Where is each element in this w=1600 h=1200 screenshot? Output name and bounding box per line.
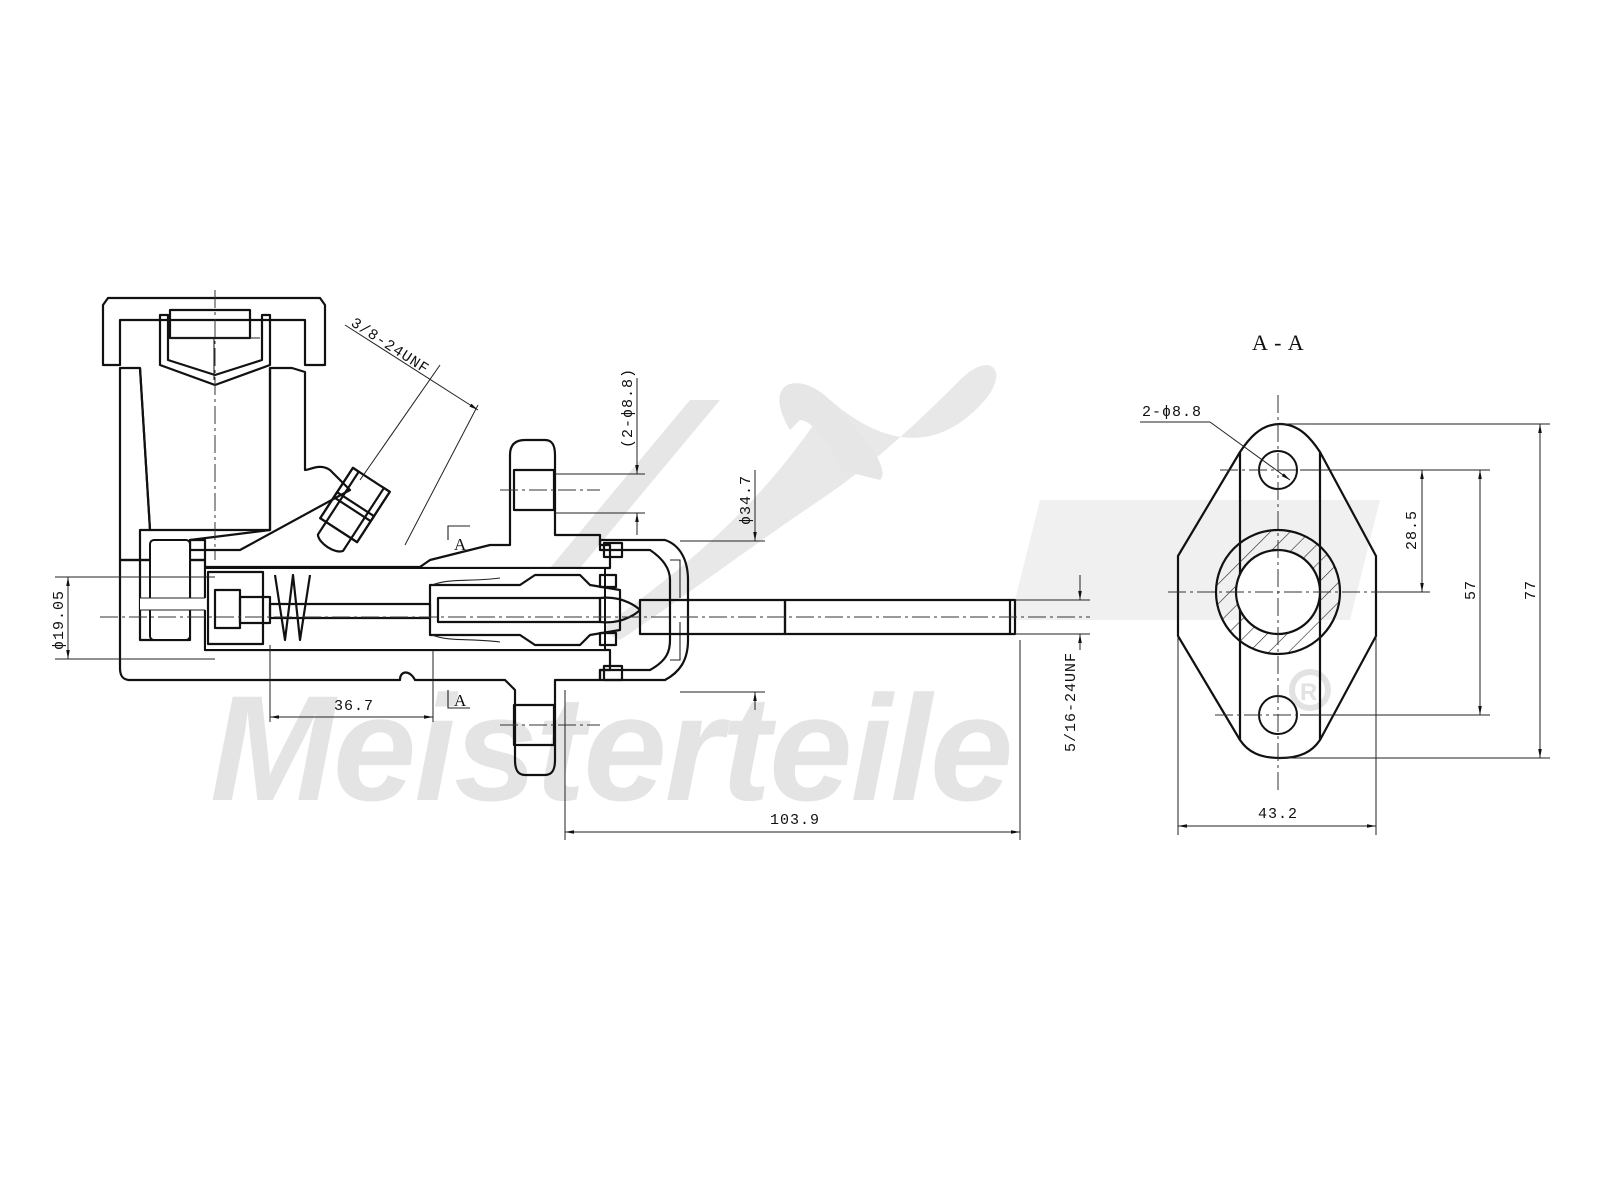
overall-length-label: 103.9 — [770, 812, 820, 829]
boss-diameter-label: ϕ34.7 — [738, 475, 755, 525]
thread-inlet-label: 3/8-24UNF — [347, 315, 432, 378]
section-marker-top: A — [447, 525, 470, 554]
watermark-registered-letter: R — [1300, 679, 1317, 706]
rod-thread-label: 5/16-24UNF — [1063, 652, 1080, 752]
section-title: A - A — [1252, 330, 1305, 355]
section-marker-bottom: A — [447, 690, 470, 710]
cylinder-body — [118, 438, 612, 777]
inlet-fitting — [316, 466, 391, 553]
length-36-7-label: 36.7 — [334, 698, 374, 715]
svg-text:A: A — [454, 535, 467, 554]
watermark-brand-text: Meisterteile — [210, 664, 1011, 832]
main-section-view: A A — [100, 290, 1090, 777]
cylinder-bore — [204, 567, 606, 651]
section-a-a-view: A - A 2-ϕ8.8 28.5 57 77 — [1140, 330, 1550, 835]
svg-text:A: A — [454, 691, 467, 710]
piston — [428, 573, 642, 647]
dim-28-5-label: 28.5 — [1404, 510, 1421, 550]
dim-43-2-label: 43.2 — [1258, 806, 1298, 823]
reservoir-cap — [101, 296, 327, 387]
dim-57-label: 57 — [1463, 580, 1480, 600]
bore-diameter-label: ϕ19.05 — [51, 590, 68, 650]
hole-callout-label: 2-ϕ8.8 — [1142, 404, 1202, 421]
flange-holes-label: (2-ϕ8.8) — [620, 368, 637, 448]
front-boss — [598, 538, 690, 682]
watermark-registered-mark — [1289, 669, 1331, 711]
watermark-logo-swoosh — [600, 365, 997, 640]
dim-77-label: 77 — [1523, 580, 1540, 600]
